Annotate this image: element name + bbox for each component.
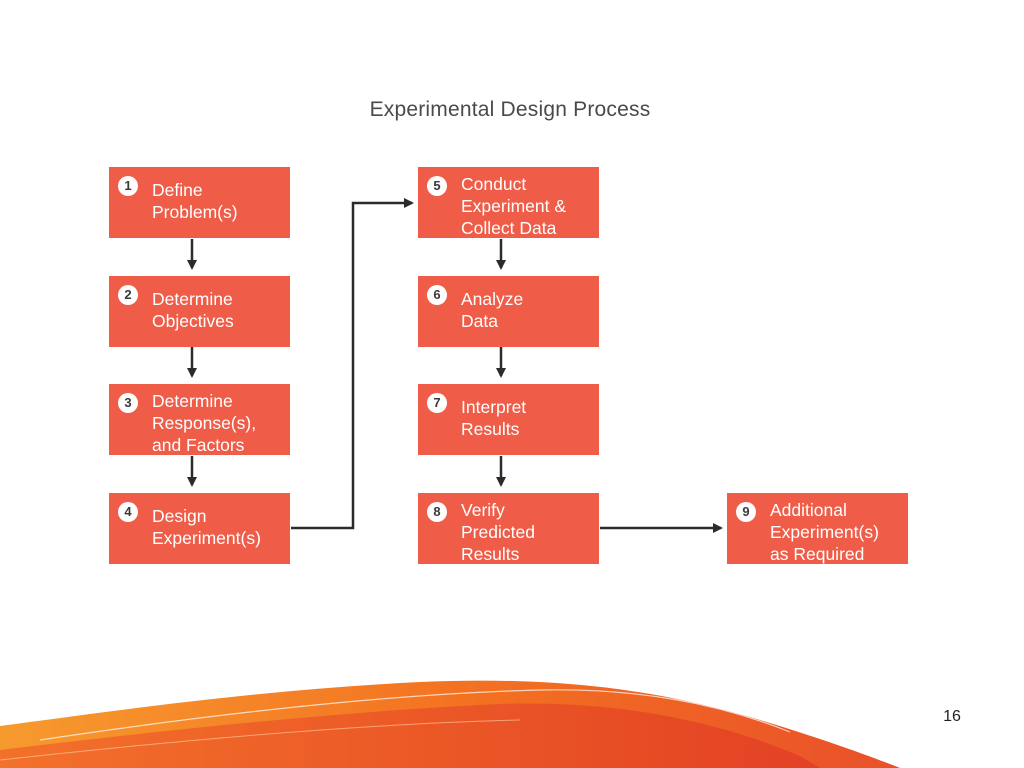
step-number-badge: 5: [427, 176, 447, 196]
step-2-determine-objectives: 2 Determine Objectives: [109, 276, 290, 347]
step-5-conduct-experiment: 5 Conduct Experiment & Collect Data: [418, 167, 599, 238]
step-label: Interpret Results: [461, 397, 527, 439]
step-number-badge: 4: [118, 502, 138, 522]
step-6-analyze-data: 6 Analyze Data: [418, 276, 599, 347]
page-number: 16: [943, 708, 961, 725]
step-4-design-experiments: 4 Design Experiment(s): [109, 493, 290, 564]
step-label: Conduct Experiment & Collect Data: [461, 174, 567, 238]
step-9-additional-experiments: 9 Additional Experiment(s) as Required: [727, 493, 908, 564]
step-label: Determine Response(s), and Factors: [152, 391, 257, 455]
step-number-badge: 3: [118, 393, 138, 413]
step-number-badge: 9: [736, 502, 756, 522]
arrow-4-to-5: [291, 198, 414, 530]
footer-swoosh-decoration: [0, 680, 900, 768]
step-label: Design Experiment(s): [152, 506, 261, 548]
step-label: Additional Experiment(s) as Required: [770, 500, 879, 564]
step-number-badge: 2: [118, 285, 138, 305]
step-8-verify-predicted-results: 8 Verify Predicted Results: [418, 493, 599, 564]
step-label: Define Problem(s): [152, 180, 238, 222]
step-label: Analyze Data: [461, 289, 524, 331]
step-label: Determine Objectives: [152, 289, 234, 331]
step-number-badge: 6: [427, 285, 447, 305]
step-number-badge: 8: [427, 502, 447, 522]
step-number-badge: 1: [118, 176, 138, 196]
step-3-determine-responses: 3 Determine Response(s), and Factors: [109, 384, 290, 455]
step-1-define-problems: 1 Define Problem(s): [109, 167, 290, 238]
diagram-title: Experimental Design Process: [369, 98, 651, 121]
step-number-badge: 7: [427, 393, 447, 413]
step-label: Verify Predicted Results: [461, 500, 535, 564]
step-7-interpret-results: 7 Interpret Results: [418, 384, 599, 455]
